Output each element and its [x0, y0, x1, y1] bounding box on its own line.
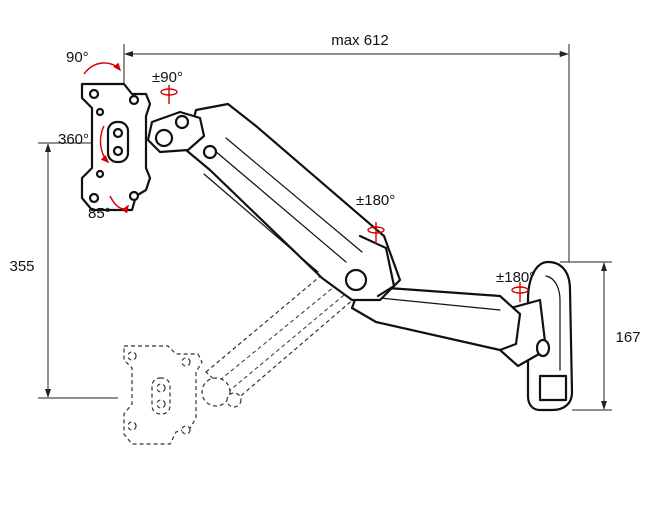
tilt-down-label: 85°	[88, 205, 111, 222]
swivel-wall-label: ±180°	[496, 269, 535, 286]
ghost-screw-top	[156, 383, 166, 393]
gas-spring-arm-body	[184, 102, 402, 302]
rotate-label: 360°	[58, 131, 89, 148]
mount-height-dimension: 167	[560, 261, 641, 411]
rotate-arrow-icon	[99, 125, 110, 164]
ghost-plate-slot	[151, 377, 171, 415]
vesa-hole-1	[88, 88, 100, 100]
height-arrow-bottom	[45, 389, 51, 398]
upper-arm-body	[350, 284, 522, 352]
upper-arm-ridge	[379, 297, 501, 311]
ghost-hole-2	[181, 357, 191, 367]
lowered-position-ghost	[123, 267, 363, 445]
swivel-head-label: ±90°	[152, 69, 183, 86]
rotation-labels: 90° 360° 85° ±90° ±180° ±180°	[58, 49, 535, 286]
wall-plate	[526, 260, 574, 412]
wall-base-foot	[538, 374, 568, 402]
mount-arrow-top	[601, 262, 607, 271]
tilt-head-knob	[174, 114, 190, 130]
ghost-arm-ridge	[219, 281, 341, 381]
wall-plate-edge	[545, 275, 561, 371]
reach-label: max 612	[331, 32, 389, 49]
ghost-hole-3	[127, 421, 137, 431]
tilt-label: 90°	[66, 49, 89, 66]
vesa-hole-4	[128, 190, 140, 202]
upper-arm	[350, 284, 522, 352]
vesa-screw-top	[112, 127, 124, 139]
arm-ridge-2	[225, 137, 363, 253]
arm-upper-bolt	[202, 144, 218, 160]
vesa-hole-5	[95, 107, 105, 117]
ghost-hole-4	[181, 425, 191, 435]
vesa-hole-3	[88, 192, 100, 204]
swivel-elbow-label: ±180°	[356, 192, 395, 209]
rotation-indicators	[83, 62, 529, 302]
ghost-arm-ridge-2	[227, 289, 351, 393]
tilt-head	[146, 110, 206, 154]
gas-spring-arm	[184, 102, 402, 302]
mount-height-label: 167	[615, 329, 640, 346]
vesa-plate	[80, 82, 152, 212]
tilt-down-arrow-icon	[109, 195, 129, 214]
reach-arrow-left	[124, 51, 133, 57]
ghost-head-joint	[201, 377, 231, 407]
wall-mount	[494, 260, 574, 412]
mount-arrow-bottom	[601, 401, 607, 410]
reach-dimension: max 612	[123, 32, 570, 262]
arm-ridge-1	[213, 149, 347, 263]
arm-ridge-3	[203, 173, 319, 273]
height-label: 355	[9, 258, 34, 275]
vesa-screw-bottom	[112, 145, 124, 157]
height-arrow-top	[45, 143, 51, 152]
height-dimension: 355	[9, 142, 118, 399]
tilt-arrow-icon	[83, 62, 122, 75]
vesa-hole-6	[95, 169, 105, 179]
elbow-joint	[344, 268, 368, 292]
vesa-hole-2	[128, 94, 140, 106]
ghost-hole-1	[127, 351, 137, 361]
wall-pivot-bolt	[535, 338, 551, 358]
elbow-cap	[358, 234, 396, 298]
reach-arrow-right	[560, 51, 569, 57]
tilt-head-bolt	[154, 128, 174, 148]
ghost-screw-bottom	[156, 399, 166, 409]
ghost-head-knob	[226, 392, 242, 408]
